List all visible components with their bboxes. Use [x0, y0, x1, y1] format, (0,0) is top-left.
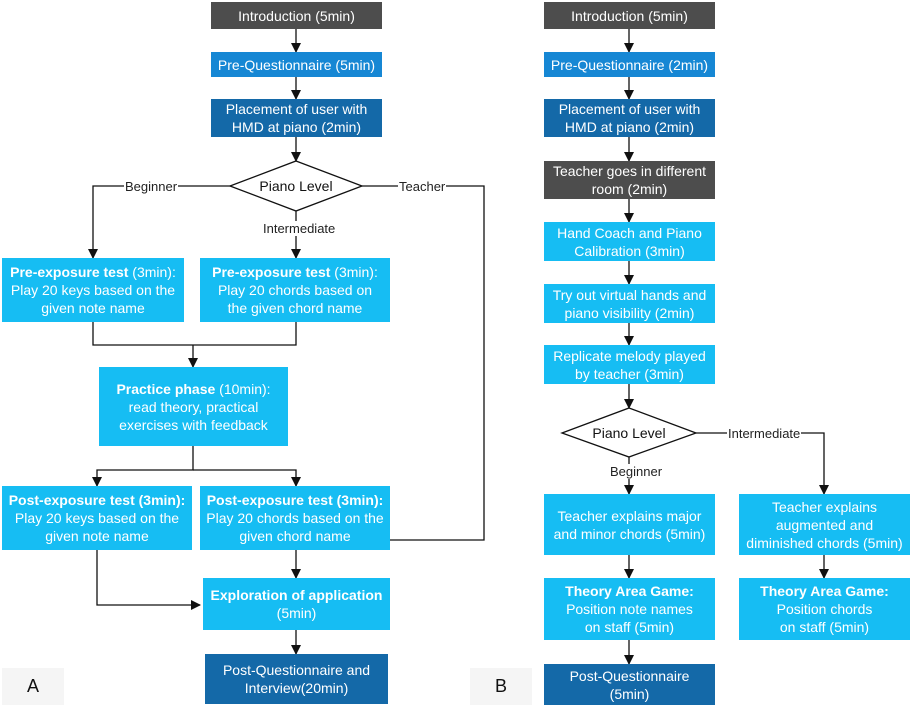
b-theory-notes-box: Theory Area Game: Position note names on… — [544, 578, 715, 640]
a-exploration-box: Exploration of application (5min) — [203, 578, 390, 630]
b-teacher-room-box: Teacher goes in different room (2min) — [544, 161, 715, 199]
a-pre-questionnaire-box: Pre-Questionnaire (5min) — [211, 52, 382, 77]
a-branch-beginner-label: Beginner — [124, 179, 179, 194]
panel-label-b: B — [470, 668, 532, 705]
b-try-out-line: Try out virtual hands and — [552, 286, 707, 303]
a-post-test-keys-box: Post-exposure test (3min): Play 20 keys … — [2, 486, 192, 550]
a-pre-test-keys-bold: Pre-exposure test — [10, 264, 129, 280]
a-pre-test-chords-rest: (3min): — [330, 264, 378, 280]
a-placement-line: Placement of user with — [225, 101, 368, 117]
a-post-test-chords-box: Post-exposure test (3min): Play 20 chord… — [200, 486, 390, 550]
b-placement-box: Placement of user with HMD at piano (2mi… — [544, 99, 715, 137]
line-a-split-posttests-right — [193, 469, 301, 487]
b-teacher-room-line: Teacher goes in different — [552, 163, 707, 179]
b-explain-major-line: and minor chords (5min) — [553, 525, 706, 542]
b-post-questionnaire-box: Post-Questionnaire (5min) — [544, 664, 715, 705]
b-theory-notes-line: on staff (5min) — [584, 619, 675, 635]
b-theory-notes-line: Position note names — [566, 601, 693, 617]
b-replicate-line: by teacher (3min) — [575, 365, 684, 382]
a-pre-questionnaire-text: Pre-Questionnaire (5min) — [217, 56, 376, 73]
a-exploration-heading: Exploration of application — [210, 587, 383, 603]
a-branch-teacher-label: Teacher — [398, 179, 447, 194]
a-pre-test-keys-line: Play 20 keys based on the — [10, 282, 176, 298]
b-post-questionnaire-line: Post-Questionnaire — [569, 667, 690, 684]
b-placement-line: Placement of user with — [558, 101, 701, 117]
b-post-questionnaire-line: (5min) — [609, 685, 650, 702]
a-pre-test-chords-line: Play 20 chords based on — [217, 282, 373, 298]
b-teacher-room-line: room (2min) — [591, 181, 668, 197]
a-pre-test-chords-box: Pre-exposure test (3min): Play 20 chords… — [200, 258, 390, 322]
a-practice-box: Practice phase (10min): read theory, pra… — [99, 367, 288, 446]
arrow-a-keys-to-exploration — [96, 550, 201, 610]
a-post-test-chords-heading: Post-exposure test (3min): — [206, 492, 384, 508]
b-hand-coach-line: Calibration (3min) — [574, 242, 685, 259]
a-branch-intermediate-label: Intermediate — [262, 221, 337, 236]
b-hand-coach-line: Hand Coach and Piano — [557, 224, 702, 241]
decision-diamond-a — [228, 160, 364, 212]
b-replicate-line: Replicate melody played — [553, 347, 706, 364]
a-practice-heading: Practice phase (10min): — [116, 380, 270, 398]
b-introduction-box: Introduction (5min) — [544, 2, 715, 29]
a-pre-test-keys-line: given note name — [41, 300, 145, 316]
b-explain-augmented-box: Teacher explains augmented and diminishe… — [739, 494, 910, 555]
a-placement-box: Placement of user with HMD at piano (2mi… — [211, 99, 382, 137]
b-explain-major-box: Teacher explains major and minor chords … — [544, 494, 715, 555]
arrow-b-intermediate-branch — [696, 432, 829, 495]
b-branch-intermediate-label: Intermediate — [727, 426, 802, 441]
b-replicate-box: Replicate melody played by teacher (3min… — [544, 345, 715, 384]
a-practice-rest: (10min): — [215, 380, 271, 397]
arrow-a-beginner-branch — [88, 185, 232, 259]
a-pre-test-keys-box: Pre-exposure test (3min): Play 20 keys b… — [2, 258, 184, 322]
a-pre-test-keys-heading: Pre-exposure test (3min): — [10, 263, 176, 281]
a-pre-test-chords-bold: Pre-exposure test — [212, 264, 331, 280]
a-post-questionnaire-line: Interview(20min) — [244, 680, 349, 696]
a-introduction-text: Introduction (5min) — [238, 7, 355, 24]
a-practice-line: exercises with feedback — [119, 416, 268, 433]
b-introduction-text: Introduction (5min) — [571, 7, 688, 24]
a-post-questionnaire-line: Post-Questionnaire and — [222, 662, 371, 678]
b-theory-chords-box: Theory Area Game: Position chords on sta… — [739, 578, 910, 640]
a-practice-bold: Practice phase — [116, 380, 216, 397]
a-post-test-keys-line: Play 20 keys based on the — [14, 510, 180, 526]
b-theory-chords-heading: Theory Area Game: — [760, 583, 889, 599]
a-post-test-keys-line: given note name — [45, 528, 149, 544]
b-pre-questionnaire-box: Pre-Questionnaire (2min) — [544, 52, 715, 77]
a-pre-test-chords-heading: Pre-exposure test (3min): — [212, 263, 378, 281]
b-explain-augmented-line: augmented and — [775, 516, 874, 533]
a-placement-line: HMD at piano (2min) — [231, 119, 362, 135]
panel-label-a: A — [2, 668, 64, 705]
b-theory-chords-line: on staff (5min) — [779, 619, 870, 635]
a-post-questionnaire-box: Post-Questionnaire and Interview(20min) — [205, 654, 388, 704]
b-explain-augmented-line: diminished chords (5min) — [746, 534, 903, 551]
b-explain-major-line: Teacher explains major — [557, 507, 702, 524]
b-explain-augmented-line: Teacher explains — [771, 498, 878, 515]
b-try-out-line: piano visibility (2min) — [564, 304, 695, 321]
a-exploration-line: (5min) — [276, 605, 317, 621]
line-a-split-posttests — [92, 446, 194, 487]
b-pre-questionnaire-text: Pre-Questionnaire (2min) — [550, 56, 709, 73]
a-practice-line: read theory, practical — [128, 398, 259, 415]
decision-diamond-b — [560, 407, 698, 458]
b-try-out-box: Try out virtual hands and piano visibili… — [544, 284, 715, 323]
a-post-test-chords-line: Play 20 chords based on the — [206, 510, 384, 526]
a-post-test-keys-heading: Post-exposure test (3min): — [8, 492, 186, 508]
b-theory-chords-line: Position chords — [776, 601, 873, 617]
b-hand-coach-box: Hand Coach and Piano Calibration (3min) — [544, 222, 715, 261]
b-theory-notes-heading: Theory Area Game: — [565, 583, 694, 599]
a-pre-test-chords-line: the given chord name — [227, 300, 363, 316]
line-a-join-pretests — [92, 322, 297, 346]
a-introduction-box: Introduction (5min) — [211, 2, 382, 29]
a-pre-test-keys-rest: (3min): — [128, 264, 176, 280]
a-post-test-chords-line: given chord name — [239, 528, 351, 544]
b-placement-line: HMD at piano (2min) — [564, 119, 695, 135]
b-decision-label: Piano Level — [592, 425, 666, 441]
a-decision-label: Piano Level — [259, 178, 333, 194]
b-branch-beginner-label: Beginner — [609, 464, 664, 479]
